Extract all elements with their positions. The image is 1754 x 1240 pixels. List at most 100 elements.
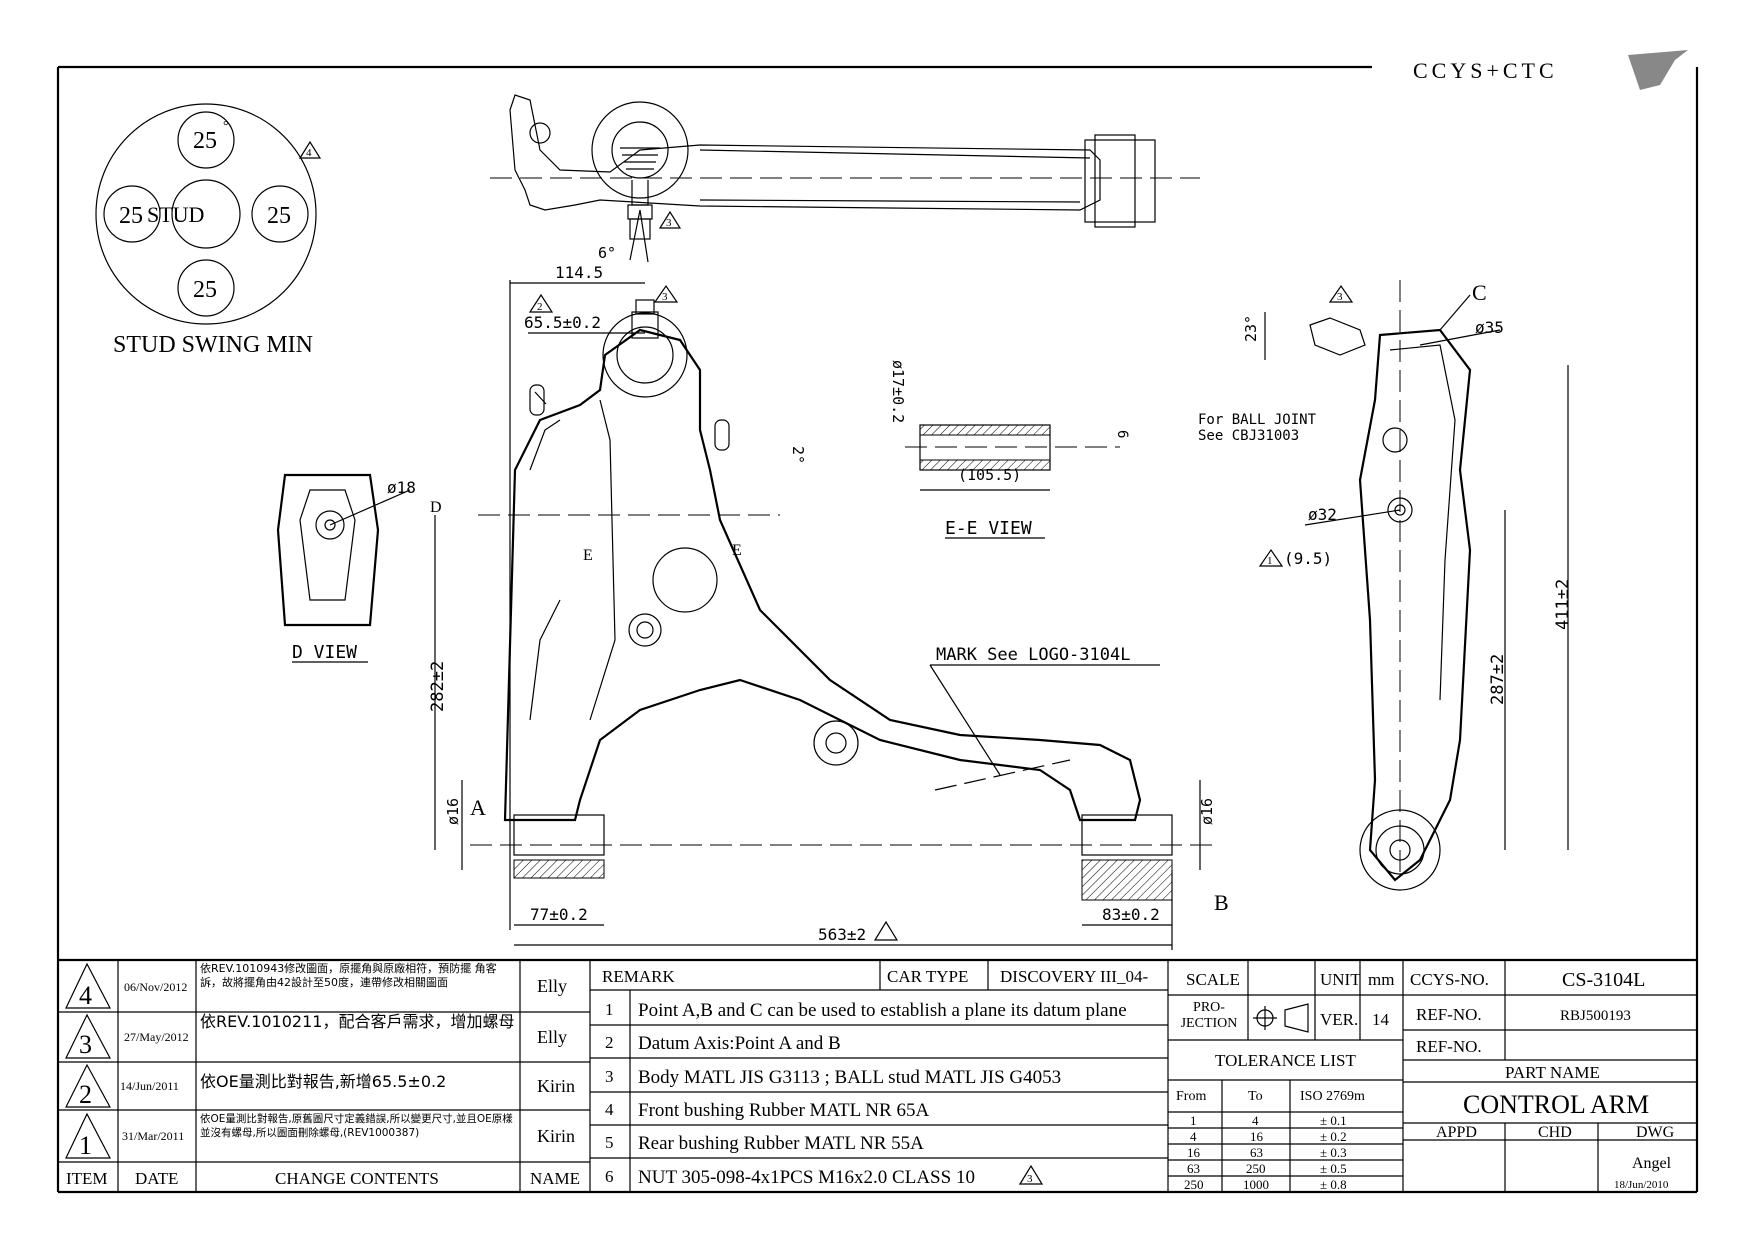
remark-6-tri-num: 3 bbox=[1027, 1173, 1033, 1185]
remark-text-1: Point A,B and C can be used to establish… bbox=[638, 1000, 1127, 1021]
dim-287: 287±2 bbox=[1488, 654, 1508, 705]
d-view-label: D VIEW bbox=[292, 642, 357, 663]
tri-2: 2 bbox=[537, 301, 543, 313]
rev-num-1: 1 bbox=[79, 1131, 92, 1160]
ee-view: (105.5) ø17±0.2 6 E-E VIEW bbox=[889, 360, 1130, 539]
dim-9-5: (9.5) bbox=[1284, 549, 1332, 568]
ref-label-1: REF-NO. bbox=[1416, 1005, 1482, 1024]
scale-label: SCALE bbox=[1186, 970, 1240, 989]
section-e-1: E bbox=[583, 547, 593, 564]
mark-note: MARK See LOGO-3104L bbox=[936, 645, 1130, 665]
dim-411: 411±2 bbox=[1553, 579, 1573, 630]
tol-iso-1: ± 0.1 bbox=[1320, 1113, 1347, 1128]
rev-num-4: 4 bbox=[79, 981, 92, 1010]
point-c: C bbox=[1472, 280, 1487, 305]
tol-to-4: 250 bbox=[1246, 1161, 1266, 1176]
tol-iso-4: ± 0.5 bbox=[1320, 1161, 1347, 1176]
tri-3-side: 3 bbox=[1337, 291, 1343, 303]
dim-18: ø18 bbox=[387, 478, 416, 497]
header-date: DATE bbox=[135, 1169, 178, 1188]
ver-label: VER. bbox=[1320, 1010, 1358, 1029]
remark-6-triangle-icon bbox=[1018, 1164, 1044, 1185]
rev-name-3: Elly bbox=[537, 1027, 567, 1047]
rev-num-2: 2 bbox=[79, 1080, 92, 1109]
tri-3-front: 3 bbox=[662, 291, 668, 303]
ball-joint-note-1: For BALL JOINT bbox=[1198, 412, 1317, 428]
rev-content-2: 依OE量測比對報告,新增65.5±0.2 bbox=[200, 1072, 447, 1091]
car-type-value: DISCOVERY III_04- bbox=[1000, 967, 1148, 986]
front-view bbox=[470, 299, 1220, 901]
logo-text: CCYS+CTC bbox=[1413, 58, 1558, 83]
remark-text-6: NUT 305-098-4x1PCS M16x2.0 CLASS 10 bbox=[638, 1167, 975, 1188]
rev-date-3: 27/May/2012 bbox=[124, 1030, 189, 1044]
stud-swing-title: STUD SWING MIN bbox=[113, 332, 313, 358]
remark-text-3: Body MATL JIS G3113 ; BALL stud MATL JIS… bbox=[638, 1067, 1061, 1088]
tol-from-2: 4 bbox=[1190, 1129, 1197, 1144]
header-name: NAME bbox=[530, 1169, 580, 1188]
rev-content-1: 依OE量測比對報告,原舊圖尺寸定義錯誤,所以變更尺寸,並且OE原樣並沒有螺母,所… bbox=[200, 1113, 513, 1139]
swing-angle-right: 25 bbox=[267, 203, 291, 229]
ref-number-1: RBJ500193 bbox=[1560, 1008, 1631, 1024]
dim-32: ø32 bbox=[1308, 505, 1337, 524]
swing-angle-bottom: 25 bbox=[193, 277, 217, 303]
dim-35: ø35 bbox=[1475, 318, 1504, 337]
dim-23deg: 23° bbox=[1242, 315, 1260, 342]
dim-105-5: (105.5) bbox=[958, 466, 1021, 484]
rev-num-3: 3 bbox=[79, 1030, 92, 1059]
car-type-label: CAR TYPE bbox=[887, 967, 968, 986]
part-name-label: PART NAME bbox=[1505, 1063, 1600, 1082]
rev-content-2-box: 依OE量測比對報告,新增65.5±0.2 bbox=[200, 1072, 447, 1091]
logo-mark-icon bbox=[1628, 50, 1688, 90]
rev-triangle-icon bbox=[298, 140, 322, 159]
tol-to-5: 1000 bbox=[1243, 1177, 1269, 1192]
ver-value: 14 bbox=[1372, 1010, 1390, 1029]
section-e-2: E bbox=[732, 542, 742, 559]
point-a: A bbox=[470, 795, 486, 820]
stud-swing-diagram: 25 25 25 25 ° STUD STUD SWING MIN 4 bbox=[95, 103, 322, 358]
tolerance-label: TOLERANCE LIST bbox=[1215, 1051, 1356, 1070]
tol-header-iso: ISO 2769m bbox=[1300, 1089, 1365, 1104]
rev-content-4-box: 依REV.1010943修改圖面，原擺角與原廠相符，預防擺 角客訴，故將擺角由4… bbox=[200, 962, 497, 989]
dim-6deg: 6° bbox=[598, 244, 616, 262]
rev-content-3-box: 依REV.1010211，配合客戶需求，增加螺母 bbox=[200, 1012, 514, 1031]
tol-from-5: 250 bbox=[1184, 1177, 1204, 1192]
rev-date-4: 06/Nov/2012 bbox=[124, 980, 187, 994]
rev-date-1: 31/Mar/2011 bbox=[122, 1129, 184, 1143]
dim-282: 282±2 bbox=[428, 661, 448, 712]
swing-angle-top: 25 bbox=[193, 128, 217, 154]
rev-name-1: Kirin bbox=[537, 1126, 575, 1146]
dwg-label: DWG bbox=[1636, 1124, 1675, 1141]
dim-16-right: ø16 bbox=[1198, 798, 1216, 825]
header-change-contents: CHANGE CONTENTS bbox=[275, 1169, 439, 1188]
chd-label: CHD bbox=[1538, 1124, 1572, 1141]
rev-content-1-box: 依OE量測比對報告,原舊圖尺寸定義錯誤,所以變更尺寸,並且OE原樣並沒有螺母,所… bbox=[200, 1113, 513, 1139]
tol-from-3: 16 bbox=[1187, 1145, 1201, 1160]
unit-value: mm bbox=[1368, 970, 1394, 989]
tol-to-2: 16 bbox=[1250, 1129, 1264, 1144]
swing-angle-left: 25 bbox=[119, 203, 143, 229]
tol-header-to: To bbox=[1248, 1089, 1263, 1104]
remark-no-2: 2 bbox=[605, 1033, 614, 1052]
tol-to-1: 4 bbox=[1252, 1113, 1259, 1128]
dim-83: 83±0.2 bbox=[1102, 905, 1160, 924]
remark-text-2: Datum Axis:Point A and B bbox=[638, 1033, 841, 1054]
company-logo: CCYS+CTC bbox=[1413, 50, 1688, 90]
tol-iso-2: ± 0.2 bbox=[1320, 1129, 1347, 1144]
dim-65-5: 65.5±0.2 bbox=[524, 313, 601, 332]
ref-label-2: REF-NO. bbox=[1416, 1037, 1482, 1056]
title-block bbox=[58, 958, 1697, 1192]
tol-iso-5: ± 0.8 bbox=[1320, 1177, 1347, 1192]
dwg-name: Angel bbox=[1632, 1155, 1672, 1172]
tri-1: 1 bbox=[1267, 555, 1273, 567]
remark-no-1: 1 bbox=[605, 1000, 614, 1019]
dwg-date: 18/Jun/2010 bbox=[1614, 1179, 1669, 1191]
tolerance-rows: 1 4 ± 0.1 4 16 ± 0.2 16 63 ± 0.3 63 250 … bbox=[1184, 1113, 1347, 1192]
ball-joint-note-2: See CBJ31003 bbox=[1198, 428, 1299, 444]
projection-symbol-icon bbox=[1253, 1003, 1309, 1033]
rev-name-2: Kirin bbox=[537, 1076, 575, 1096]
rev-content-4: 依REV.1010943修改圖面，原擺角與原廠相符，預防擺 角客訴，故將擺角由4… bbox=[200, 962, 497, 989]
stud-label: STUD bbox=[147, 202, 204, 227]
tol-to-3: 63 bbox=[1250, 1145, 1263, 1160]
point-b: B bbox=[1214, 890, 1229, 915]
rev-tag: 4 bbox=[306, 147, 312, 159]
